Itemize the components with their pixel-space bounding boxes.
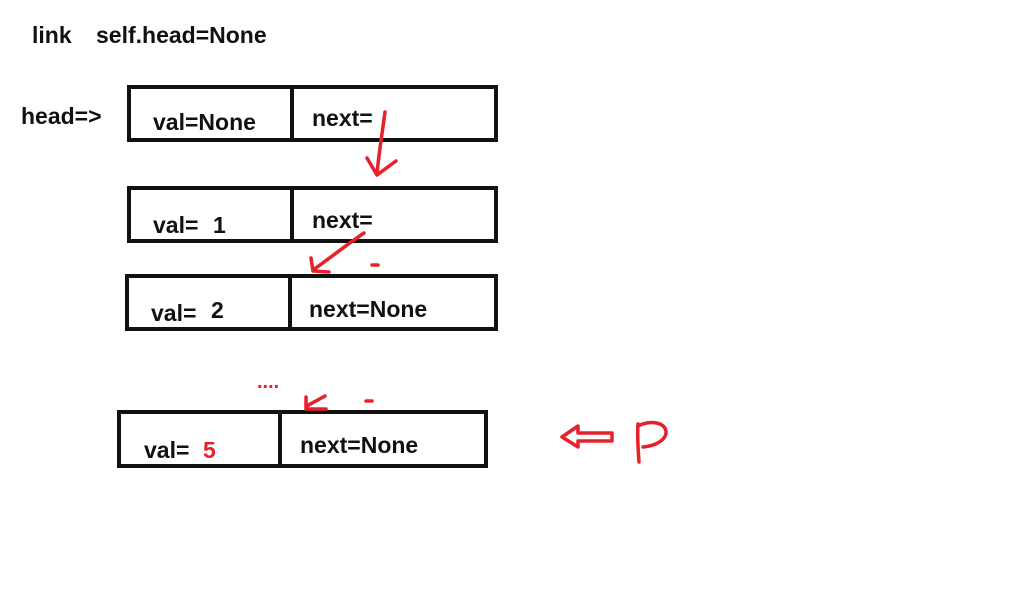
p-letter-icon bbox=[635, 422, 641, 464]
pointer-arrow-partial bbox=[305, 394, 327, 408]
node-val-number: 5 bbox=[203, 437, 216, 463]
node-val-prefix: val= bbox=[151, 300, 197, 326]
init-code-label: self.head=None bbox=[96, 22, 267, 48]
pointer-arrowhead bbox=[365, 156, 398, 177]
list-node-head: val=None next= bbox=[127, 85, 498, 142]
node-next-cell: next= bbox=[294, 190, 494, 239]
node-val-cell: val=None bbox=[131, 89, 294, 138]
node-val-cell: val= 2 bbox=[129, 278, 292, 327]
list-node-2: val= 2 next=None bbox=[125, 274, 498, 331]
p-letter-bowl bbox=[636, 420, 668, 449]
node-next-text: next=None bbox=[300, 432, 419, 458]
node-val-prefix: val= bbox=[144, 437, 190, 463]
node-val-prefix: val= bbox=[153, 212, 199, 238]
list-node-1: val= 1 next= bbox=[127, 186, 498, 243]
node-next-text: next=None bbox=[309, 296, 428, 322]
node-val-number: 1 bbox=[213, 212, 226, 238]
node-next-cell: next= bbox=[294, 89, 494, 138]
node-next-cell: next=None bbox=[282, 414, 484, 464]
node-next-text: next= bbox=[312, 105, 373, 131]
node-next-cell: next=None bbox=[292, 278, 494, 327]
pointer-arrowhead bbox=[304, 395, 328, 411]
node-val-cell: val= 5 bbox=[121, 414, 282, 464]
node-next-text: next= bbox=[312, 207, 373, 233]
list-node-last: val= 5 next=None bbox=[117, 410, 488, 468]
link-label: link bbox=[32, 22, 72, 48]
pointer-arrowhead bbox=[309, 256, 331, 274]
p-arrow-icon bbox=[560, 424, 614, 449]
node-val-text: val=None bbox=[153, 109, 256, 135]
ellipsis-marker: .... bbox=[257, 371, 280, 393]
node-val-number: 2 bbox=[211, 297, 224, 323]
head-pointer-label: head=> bbox=[21, 103, 102, 129]
node-val-cell: val= 1 bbox=[131, 190, 294, 239]
